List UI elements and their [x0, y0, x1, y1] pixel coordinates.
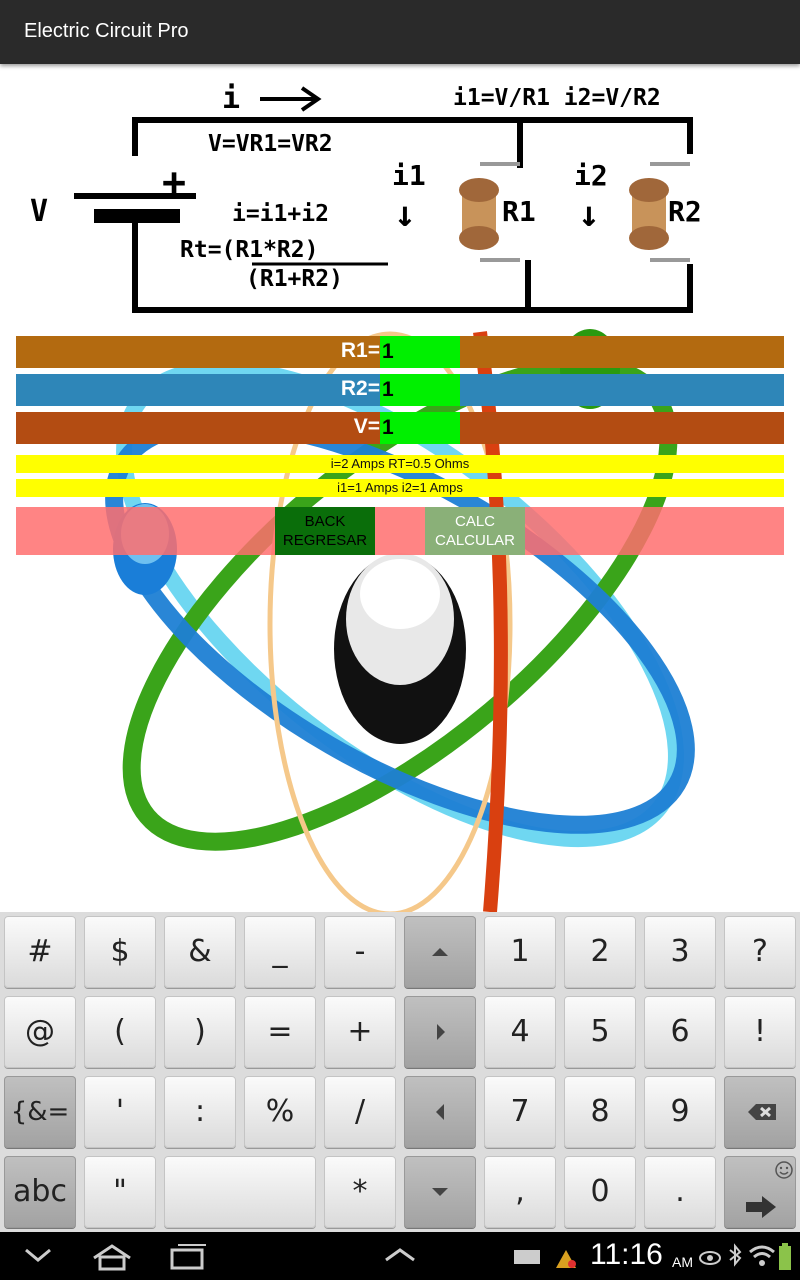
key-colon[interactable]: :	[164, 1076, 236, 1148]
key-8[interactable]: 8	[564, 1076, 636, 1148]
eye-icon	[699, 1251, 721, 1265]
key-apostrophe[interactable]: '	[84, 1076, 156, 1148]
i2-label: i2	[574, 159, 608, 192]
key-question[interactable]: ?	[724, 916, 796, 988]
resistor-r2-image	[629, 178, 669, 250]
formula-voltage: V=VR1=VR2	[208, 131, 333, 157]
formula-rt-denominator: (R1+R2)	[246, 266, 343, 292]
key-comma[interactable]: ,	[484, 1156, 556, 1228]
key-arrow-down[interactable]	[404, 1156, 476, 1228]
r1-input[interactable]	[380, 336, 460, 368]
chevron-up-icon	[385, 1248, 415, 1262]
circuit-diagram: i i1=V/R1 i2=V/R2 V=VR1=VR2 V + i=i1+i2 …	[0, 64, 800, 324]
key-minus[interactable]: -	[324, 916, 396, 988]
key-backspace[interactable]	[724, 1076, 796, 1148]
status-ampm: AM	[672, 1254, 693, 1270]
formula-rt-numerator: Rt=(R1*R2)	[180, 237, 318, 263]
result-total: i=2 Amps RT=0.5 Ohms	[16, 455, 784, 473]
key-2[interactable]: 2	[564, 916, 636, 988]
bluetooth-icon	[729, 1243, 742, 1267]
i2-down-arrow-icon: ↓	[578, 194, 600, 235]
battery-icon	[779, 1243, 791, 1270]
button-row: BACK REGRESAR CALC CALCULAR	[16, 507, 784, 555]
key-6[interactable]: 6	[644, 996, 716, 1068]
key-more-symbols[interactable]: {&=	[4, 1076, 76, 1148]
home-icon	[93, 1244, 131, 1271]
key-9[interactable]: 9	[644, 1076, 716, 1148]
back-down-icon	[25, 1248, 51, 1262]
key-3[interactable]: 3	[644, 916, 716, 988]
system-navigation-bar: 11:16 AM	[0, 1232, 800, 1280]
nav-icons	[25, 1243, 791, 1271]
key-4[interactable]: 4	[484, 996, 556, 1068]
backspace-icon	[748, 1104, 776, 1120]
r1-label: R1	[502, 195, 536, 228]
wifi-icon	[749, 1245, 775, 1266]
i1-down-arrow-icon: ↓	[394, 194, 416, 235]
back-button[interactable]: BACK REGRESAR	[275, 507, 375, 555]
key-enter[interactable]	[724, 1156, 796, 1228]
key-asterisk[interactable]: *	[324, 1156, 396, 1228]
key-plus[interactable]: +	[324, 996, 396, 1068]
soft-keyboard: # $ & _ - 1 2 3 ? @ ( ) = + 4 5 6 ! {&= …	[0, 912, 800, 1232]
key-0[interactable]: 0	[564, 1156, 636, 1228]
voltage-label: V	[30, 194, 48, 229]
key-underscore[interactable]: _	[244, 916, 316, 988]
r2-label: R2	[668, 195, 702, 228]
calculate-button[interactable]: CALC CALCULAR	[425, 507, 525, 555]
key-percent[interactable]: %	[244, 1076, 316, 1148]
key-hash[interactable]: #	[4, 916, 76, 988]
resistor-r1-image	[459, 178, 499, 250]
voltage-label-text: V=	[353, 415, 380, 438]
voltage-row: V=	[16, 412, 784, 444]
i1-label: i1	[392, 159, 426, 192]
r2-input[interactable]	[380, 374, 460, 406]
status-clock: 11:16	[590, 1238, 663, 1271]
key-period[interactable]: .	[644, 1156, 716, 1228]
arrow-right-icon	[437, 1024, 445, 1040]
keyboard-icon	[514, 1250, 540, 1264]
result-branch-currents: i1=1 Amps i2=1 Amps	[16, 479, 784, 497]
key-1[interactable]: 1	[484, 916, 556, 988]
formula-currents: i1=V/R1 i2=V/R2	[453, 85, 661, 111]
key-exclamation[interactable]: !	[724, 996, 796, 1068]
r1-row: R1=	[16, 336, 784, 368]
key-slash[interactable]: /	[324, 1076, 396, 1148]
formula-sum: i=i1+i2	[232, 201, 329, 227]
key-equals[interactable]: =	[244, 996, 316, 1068]
arrow-down-icon	[432, 1188, 448, 1196]
key-arrow-left[interactable]	[404, 1076, 476, 1148]
app-title: Electric Circuit Pro	[24, 20, 189, 42]
key-arrow-up[interactable]	[404, 916, 476, 988]
current-label: i	[222, 81, 240, 116]
key-at[interactable]: @	[4, 996, 76, 1068]
recent-apps-icon	[170, 1244, 206, 1270]
key-paren-open[interactable]: (	[84, 996, 156, 1068]
key-double-quote[interactable]: "	[84, 1156, 156, 1228]
arrow-up-icon	[432, 948, 448, 956]
enter-arrow-icon	[746, 1161, 793, 1218]
r2-row: R2=	[16, 374, 784, 406]
arrow-left-icon	[436, 1104, 444, 1120]
main-content: i i1=V/R1 i2=V/R2 V=VR1=VR2 V + i=i1+i2 …	[0, 64, 800, 912]
plus-sign: +	[162, 160, 186, 206]
key-abc[interactable]: abc	[4, 1156, 76, 1228]
key-arrow-right[interactable]	[404, 996, 476, 1068]
key-5[interactable]: 5	[564, 996, 636, 1068]
current-arrow-icon	[260, 86, 322, 112]
key-space[interactable]	[164, 1156, 316, 1228]
cleaner-app-icon	[556, 1250, 576, 1268]
key-dollar[interactable]: $	[84, 916, 156, 988]
r2-label-text: R2=	[340, 377, 380, 400]
r1-label-text: R1=	[340, 339, 380, 362]
key-ampersand[interactable]: &	[164, 916, 236, 988]
action-bar: Electric Circuit Pro	[0, 0, 800, 64]
key-paren-close[interactable]: )	[164, 996, 236, 1068]
voltage-input[interactable]	[380, 412, 460, 444]
key-7[interactable]: 7	[484, 1076, 556, 1148]
